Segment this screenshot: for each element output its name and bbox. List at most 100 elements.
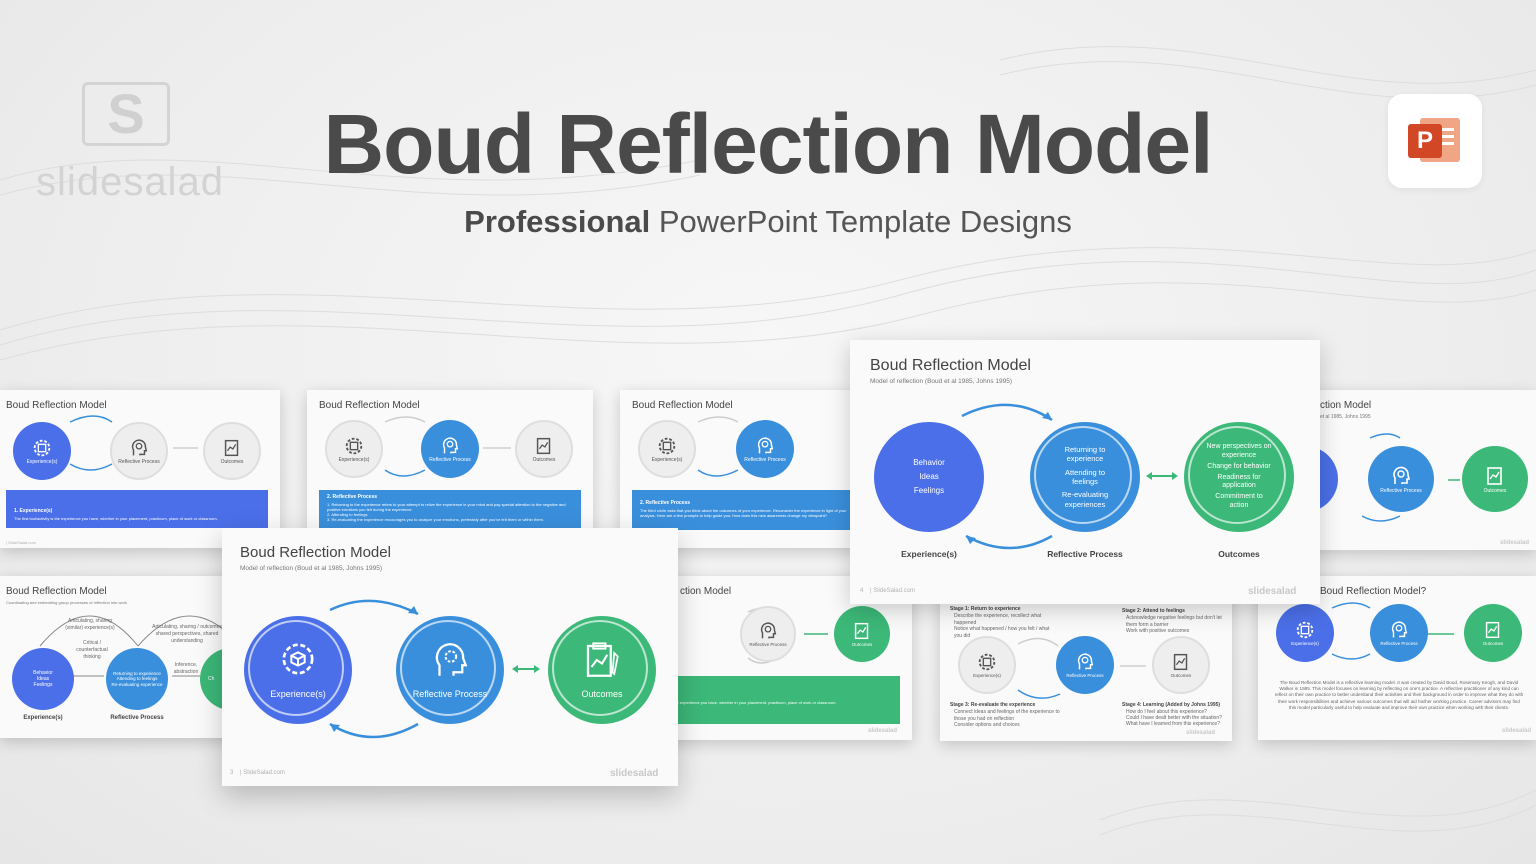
- reflective-label: Reflective Process: [749, 642, 787, 648]
- panel-item-3: 3. Re-evaluating the experience encourag…: [327, 517, 544, 522]
- info-panel: 2. Reflective Process The third circle a…: [632, 490, 860, 530]
- outcomes-caption: Outcomes: [1218, 549, 1260, 559]
- outcome-cut: Ch: [208, 675, 215, 682]
- circle-ring: [552, 620, 648, 716]
- exp-line-2: Ideas: [919, 472, 939, 481]
- experience-label: Experience(s): [973, 673, 1001, 679]
- reflective-circle: Reflective Process: [736, 420, 794, 478]
- info-panel: 1. Experience(s) The first tool/activity…: [6, 490, 268, 528]
- stage2-heading: Stage 2: Attend to feelings: [1122, 608, 1185, 614]
- stage4-item-1: How do I feel about this experience?: [1126, 709, 1207, 715]
- slide-brand: slidesalad: [1186, 730, 1216, 736]
- slide-thumb-2[interactable]: Boud Reflection Model Experience(s) Refl…: [307, 390, 593, 548]
- slide-thumb-9[interactable]: Stage 1: Return to experience Describe t…: [940, 586, 1232, 741]
- chart-clipboard-icon: [536, 437, 551, 454]
- flow-arrows: [1331, 602, 1454, 660]
- logo-wordmark: slidesalad: [36, 160, 224, 204]
- flow-arrows: [1017, 637, 1146, 699]
- arc-label-left: Articulating, sharing (similar) experien…: [65, 618, 115, 631]
- outcomes-circle: New perspectives on experience Change fo…: [1184, 422, 1294, 532]
- outcomes-circle: Outcomes: [203, 422, 261, 480]
- slide-title: Boud Reflection Model: [6, 400, 107, 411]
- slide-subtitle-cut: et al 1985, Johns 1995: [1320, 414, 1371, 420]
- slide-subtitle: Coordinating and embedding group process…: [6, 600, 127, 605]
- slide-brand: slidesalad: [868, 728, 898, 734]
- gear-cube-icon: [978, 653, 996, 671]
- outcomes-label: Outcomes: [532, 456, 556, 463]
- head-gear-icon: [1077, 653, 1094, 670]
- description-text: The Boud Reflection Model is a reflectiv…: [1274, 680, 1524, 710]
- reflective-circle: Returning to experience Attending to fee…: [106, 648, 168, 710]
- slidesalad-logo: S slidesalad: [30, 80, 230, 210]
- experience-circle: Experience(s): [13, 422, 71, 480]
- stage3-heading: Stage 3: Re-evaluate the experience: [950, 702, 1036, 708]
- gear-cube-icon: [345, 437, 363, 455]
- experience-circle: Experience(s): [958, 636, 1016, 694]
- reflective-label: Reflective Process: [1066, 673, 1104, 679]
- slide-thumb-1[interactable]: Boud Reflection Model Experience(s) Refl…: [0, 390, 280, 548]
- reflective-circle: Reflective Process: [110, 422, 168, 480]
- stage2-item-2: Work with positive outcomes: [1126, 628, 1190, 634]
- slide-footer: | SlideSalad.com: [870, 588, 915, 594]
- outcomes-circle: Outcomes: [548, 616, 656, 724]
- stage1-item-1: Describe the experience, recollect what …: [954, 613, 1042, 626]
- outcomes-label: Outcomes: [851, 642, 873, 648]
- slide-brand: slidesalad: [1248, 586, 1297, 597]
- flow-arrows: [384, 416, 511, 477]
- reflective-label: Reflective Process: [429, 456, 471, 463]
- stage4-item-3: What have I learned from this experience…: [1126, 721, 1220, 727]
- slide-subtitle: Model of reflection (Boud et al 1985, Jo…: [240, 565, 383, 572]
- experience-label: Experience(s): [338, 456, 370, 463]
- experience-circle: Behavior Ideas Feelings: [874, 422, 984, 532]
- subtitle-rest: PowerPoint Template Designs: [650, 204, 1072, 239]
- circle-ring: [400, 620, 496, 716]
- reflective-circle: Reflective Process: [421, 420, 479, 478]
- powerpoint-icon: P: [1388, 94, 1482, 188]
- slide-thumb-7[interactable]: Boud Reflection Model Model of reflectio…: [222, 528, 678, 786]
- flow-arrows: [1361, 433, 1460, 522]
- subtitle-bold: Professional: [464, 204, 651, 239]
- stage3-item-2: Consider options and choices: [954, 722, 1020, 728]
- outcomes-label: Outcomes: [1483, 487, 1507, 494]
- slide-thumb-6[interactable]: Boud Reflection Model Coordinating and e…: [0, 576, 240, 738]
- panel-heading: 2. Reflective Process: [327, 494, 378, 500]
- outcomes-circle: Outcomes: [834, 606, 890, 662]
- ppt-letter: P: [1408, 124, 1442, 158]
- experience-caption: Experience(s): [23, 715, 63, 721]
- outcomes-circle: Outcomes: [1152, 636, 1210, 694]
- slide-title-cut: ction Model: [1320, 400, 1372, 411]
- panel-heading: 1. Experience(s): [14, 508, 53, 514]
- panel-text: ...the experience you have, whether in y…: [670, 700, 837, 705]
- stage4-item-2: Could I have dealt better with the situa…: [1126, 715, 1222, 721]
- reflective-circle: Reflective Process: [1056, 636, 1114, 694]
- slide-thumb-5[interactable]: ction Model et al 1985, Johns 1995 Refle…: [1300, 390, 1536, 550]
- slide-thumb-3[interactable]: Boud Reflection Model Experience(s) Refl…: [620, 390, 860, 548]
- outcomes-circle: Outcomes: [1462, 446, 1528, 512]
- ref-line-1: Returning to experience: [113, 670, 161, 676]
- reflective-circle: Reflective Process: [396, 616, 504, 724]
- slide-title: Boud Reflection Model: [632, 400, 733, 411]
- experience-label: Experience(s): [26, 458, 58, 465]
- chart-clipboard-icon: [1487, 467, 1502, 485]
- slide-title: Boud Reflection Model: [870, 357, 1031, 374]
- gear-cube-icon: [658, 437, 676, 455]
- experience-circle: Behavior Ideas Feelings: [12, 648, 74, 710]
- panel-item-2: 2. Attending to feelings: [327, 512, 368, 517]
- head-gear-icon: [760, 622, 777, 639]
- slide-thumb-4[interactable]: Boud Reflection Model Model of reflectio…: [850, 340, 1320, 604]
- experience-circle: Experience(s): [1276, 604, 1334, 662]
- slide-brand: slidesalad: [1500, 540, 1530, 546]
- circle-ring: [1034, 426, 1132, 524]
- head-gear-icon: [1393, 466, 1411, 484]
- ref-line-3: Re-evaluating experience: [111, 681, 163, 687]
- panel-item-1: 1. Returning to the experience refers to…: [327, 502, 566, 512]
- exp-line-1: Behavior: [913, 458, 945, 467]
- chart-clipboard-icon: [854, 623, 869, 640]
- chart-clipboard-icon: [224, 439, 239, 456]
- stage2-item-1: Acknowledge negative feelings but don't …: [1126, 615, 1222, 628]
- reflective-caption: Reflective Process: [1047, 549, 1123, 559]
- flow-arrows: [69, 415, 198, 471]
- flow-arrows: [697, 416, 739, 477]
- exp-line-3: Feelings: [33, 682, 53, 689]
- slide-brand: slidesalad: [1502, 728, 1532, 734]
